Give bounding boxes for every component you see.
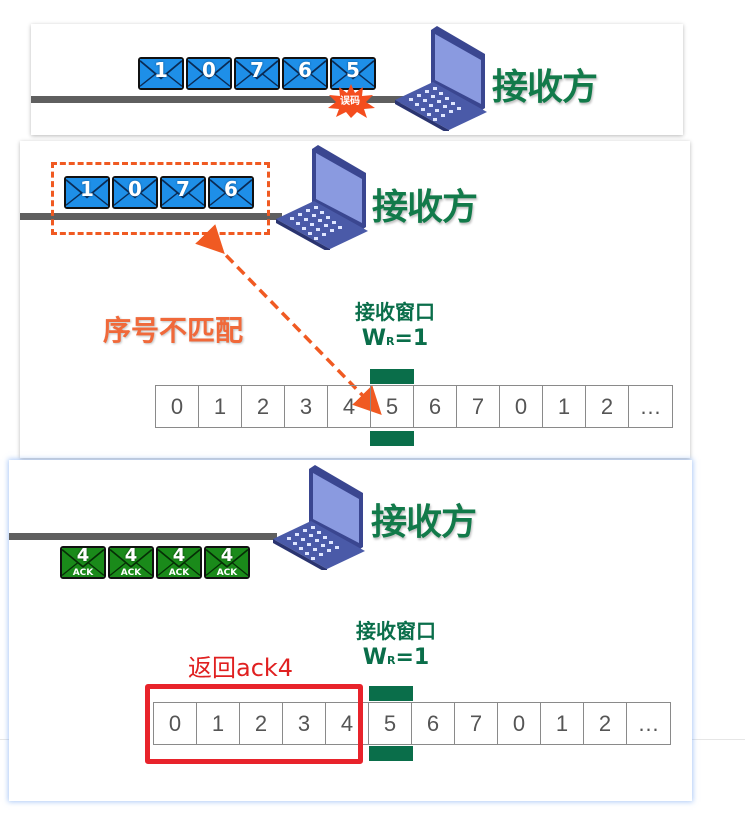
sequence-cell-in-window: 5 <box>371 386 414 427</box>
frame-number: 5 <box>346 58 360 82</box>
receive-window-title: 接收窗口 <box>355 300 435 324</box>
frame-number: 0 <box>128 177 142 201</box>
sequence-cell: 0 <box>498 703 541 744</box>
sequence-cell: 6 <box>412 703 455 744</box>
sequence-cell: 1 <box>199 386 242 427</box>
sequence-cell: 7 <box>457 386 500 427</box>
receive-window-label: 接收窗口 WR=1 <box>331 618 461 675</box>
receiver-title: 接收方 <box>492 67 598 108</box>
error-badge-label: 误码 <box>340 96 360 107</box>
frame-envelope: 1 <box>64 176 110 209</box>
frame-queue: 1 0 7 6 5 <box>138 57 378 90</box>
ack-tag: ACK <box>216 568 238 578</box>
receive-window-label: 接收窗口 WR=1 <box>330 299 460 356</box>
sequence-cell: 3 <box>283 703 326 744</box>
receive-window-bottom-marker <box>370 431 414 446</box>
receive-window-top-marker <box>369 686 413 701</box>
sequence-cell: … <box>639 393 662 419</box>
sequence-cell: 0 <box>500 386 543 427</box>
frame-envelope-corrupted: 5 <box>330 57 376 90</box>
panel-frame-error: 1 0 7 6 5 误码 接收方 <box>31 24 683 135</box>
frame-number: 7 <box>176 177 190 201</box>
receiver-title: 接收方 <box>371 502 477 543</box>
sequence-cell: 2 <box>584 703 627 744</box>
sequence-cell: 3 <box>285 386 328 427</box>
sequence-cell: 2 <box>242 386 285 427</box>
frame-envelope: 6 <box>282 57 328 90</box>
ack-tag: ACK <box>168 568 190 578</box>
laptop-icon <box>395 26 487 131</box>
sequence-cell: 1 <box>541 703 584 744</box>
acked-frames-highlight <box>145 684 363 764</box>
receive-window-bottom-marker <box>369 746 413 761</box>
frame-number: 1 <box>80 177 94 201</box>
mismatch-label: 序号不匹配 <box>103 314 244 347</box>
sequence-cell: … <box>637 710 660 736</box>
sequence-cell: 0 <box>156 386 199 427</box>
frame-queue: 1 0 7 6 <box>64 176 256 209</box>
ack-number: 4 <box>76 545 90 566</box>
mismatch-highlight-box <box>51 162 270 235</box>
sequence-cell: 2 <box>240 703 283 744</box>
frame-envelope: 0 <box>186 57 232 90</box>
sequence-cell: 4 <box>328 386 371 427</box>
frame-envelope: 1 <box>138 57 184 90</box>
sequence-cell: 0 <box>154 703 197 744</box>
transmission-line <box>31 96 411 103</box>
sequence-cell: 1 <box>543 386 586 427</box>
sequence-cell: 4 <box>326 703 369 744</box>
frame-envelope: 7 <box>160 176 206 209</box>
transmission-line <box>9 533 277 540</box>
laptop-icon <box>273 465 365 570</box>
ack-tag: ACK <box>72 568 94 578</box>
ack-return-label: 返回ack4 <box>188 654 294 682</box>
window-size: WR=1 <box>361 326 429 351</box>
frame-number: 6 <box>298 58 312 82</box>
frame-number: 1 <box>154 58 168 82</box>
frame-number: 6 <box>224 177 238 201</box>
frame-number: 7 <box>250 58 264 82</box>
window-size: WR=1 <box>362 645 430 670</box>
frame-envelope: 6 <box>208 176 254 209</box>
mismatch-arrow <box>195 224 382 416</box>
receive-window-title: 接收窗口 <box>356 619 436 643</box>
sequence-cell: 2 <box>586 386 629 427</box>
frame-number: 0 <box>202 58 216 82</box>
sequence-cell: 7 <box>455 703 498 744</box>
sequence-cell: 6 <box>414 386 457 427</box>
receive-window-top-marker <box>370 369 414 384</box>
ack-number: 4 <box>124 545 138 566</box>
ack-tag: ACK <box>120 568 142 578</box>
error-burst-icon <box>328 84 375 118</box>
ack-number: 4 <box>172 545 186 566</box>
ack-number: 4 <box>220 545 234 566</box>
sequence-cell-in-window: 5 <box>369 703 412 744</box>
transmission-line <box>20 213 282 220</box>
frame-envelope: 0 <box>112 176 158 209</box>
receiver-title: 接收方 <box>372 187 478 228</box>
sequence-cell: 1 <box>197 703 240 744</box>
frame-envelope: 7 <box>234 57 280 90</box>
